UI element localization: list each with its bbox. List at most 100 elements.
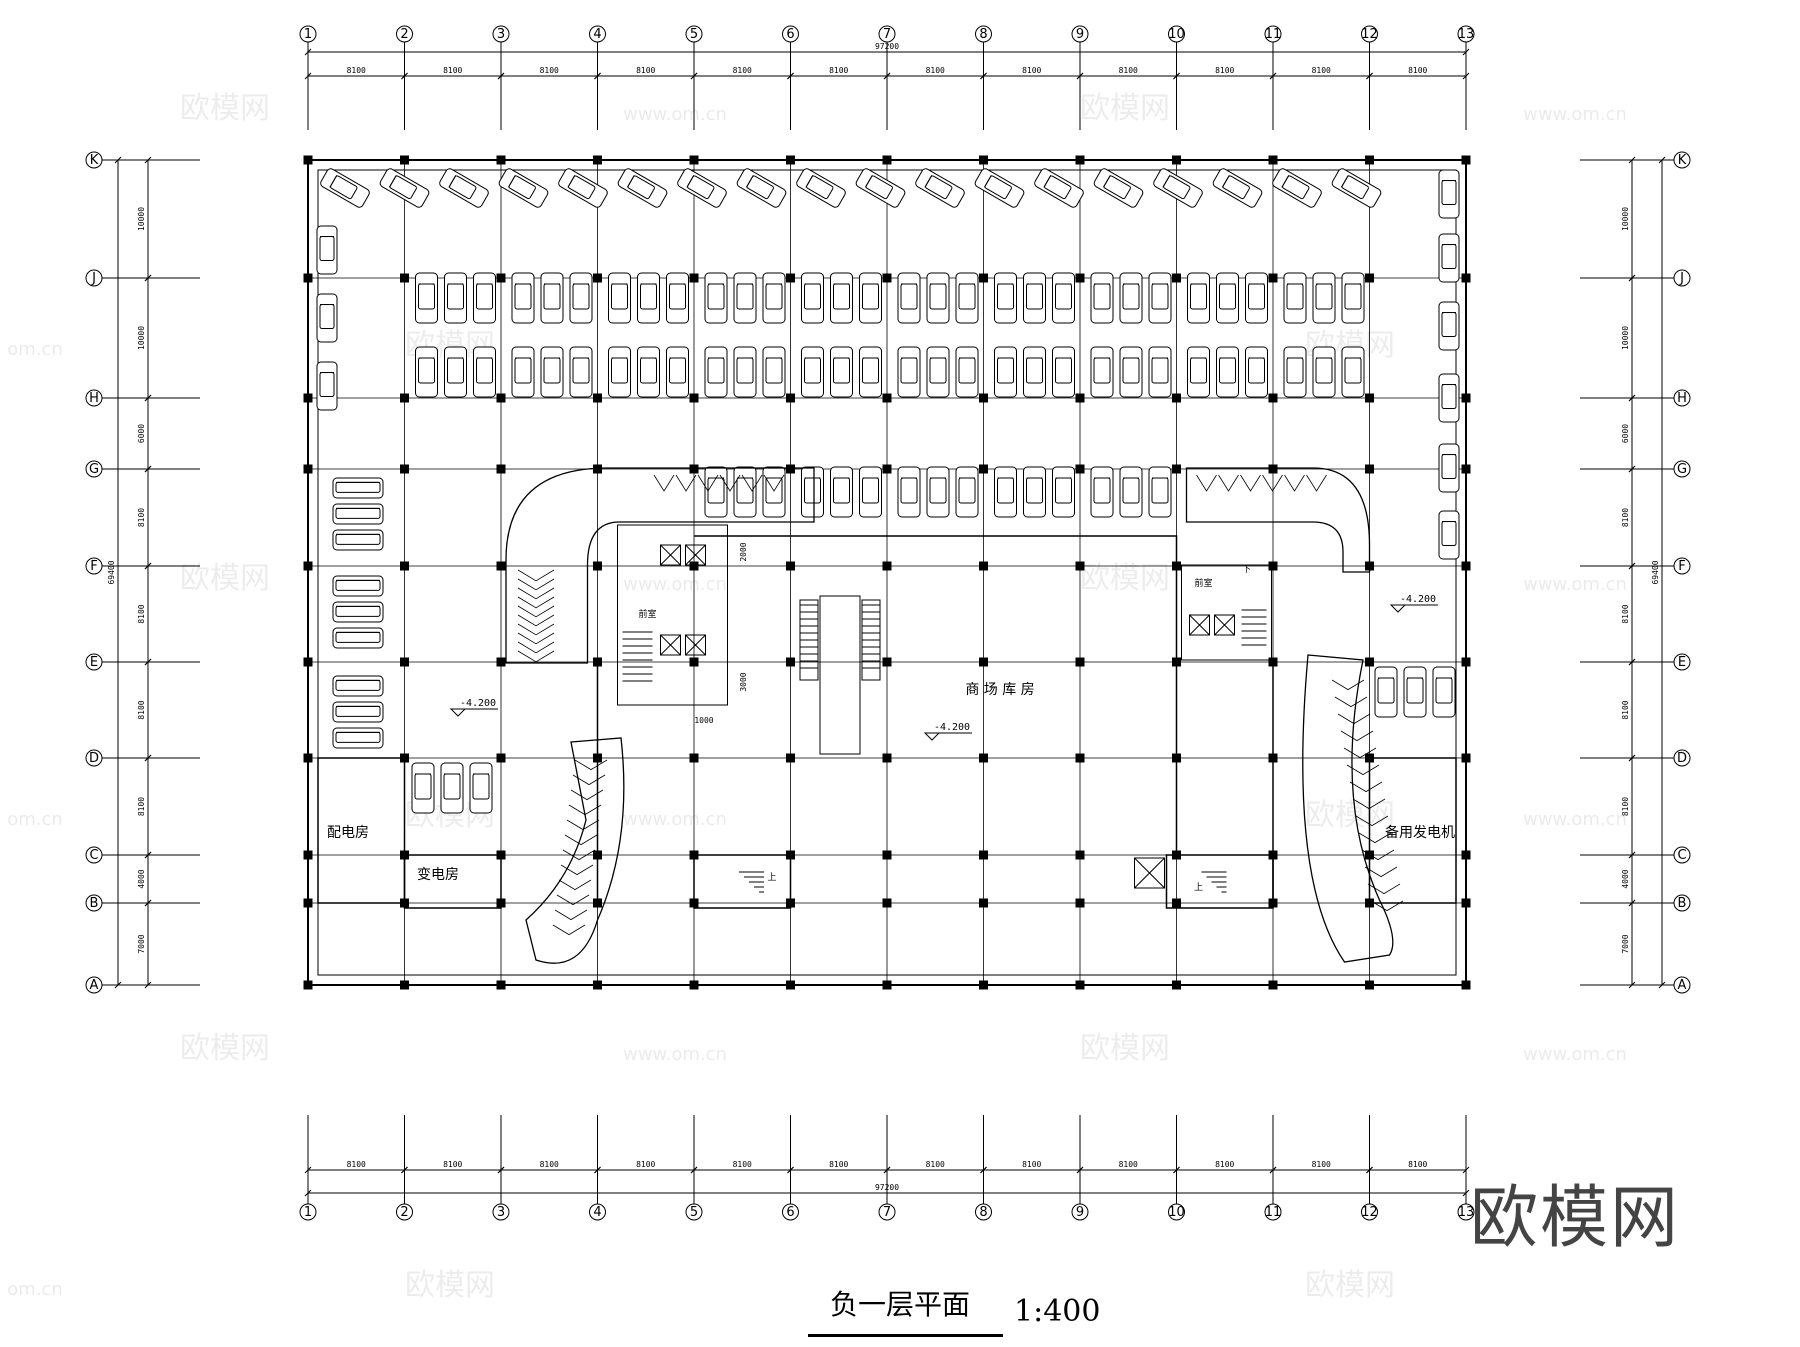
car-cabin bbox=[1055, 283, 1072, 310]
car-cabin bbox=[443, 773, 461, 800]
column bbox=[979, 155, 988, 165]
watermark-text: 欧模网 bbox=[180, 561, 270, 596]
car-windshield bbox=[983, 174, 992, 188]
car-cabin bbox=[736, 357, 754, 384]
car bbox=[473, 346, 496, 398]
car-cabin bbox=[1151, 283, 1169, 310]
car-cabin bbox=[319, 304, 335, 330]
ramp-chevron bbox=[719, 474, 741, 492]
bay-dim-top-text: 8100 bbox=[443, 66, 462, 75]
column-label-bottom: 10 bbox=[1168, 1205, 1185, 1220]
car-windshield bbox=[567, 174, 576, 188]
column bbox=[496, 980, 506, 990]
elevation-left-mark bbox=[449, 708, 467, 717]
car bbox=[897, 466, 921, 518]
row-dim-right-tick bbox=[1628, 658, 1636, 666]
car bbox=[704, 272, 728, 324]
column bbox=[1461, 155, 1471, 165]
elevator-cross bbox=[1189, 614, 1210, 636]
row-dim-right-text: 8100 bbox=[1621, 797, 1630, 816]
row-label-right: B bbox=[1678, 896, 1687, 911]
ramp-chevron bbox=[1331, 679, 1365, 691]
ramp-chevron bbox=[564, 834, 598, 846]
column bbox=[979, 393, 988, 403]
column bbox=[1268, 273, 1278, 283]
column bbox=[1365, 850, 1374, 860]
car-cabin bbox=[997, 477, 1014, 504]
car bbox=[1341, 346, 1365, 398]
total-width-dim-top-tick bbox=[1462, 48, 1470, 56]
car bbox=[1312, 272, 1336, 324]
car-windshield bbox=[924, 174, 933, 188]
car-cabin bbox=[1219, 283, 1236, 310]
row-dim-right-tick bbox=[1628, 394, 1636, 402]
total-width-dim-bottom-tick bbox=[304, 1189, 312, 1197]
car bbox=[762, 272, 786, 324]
car-cabin bbox=[640, 357, 657, 384]
column-label-bottom: 3 bbox=[497, 1205, 505, 1220]
car-cabin bbox=[1286, 283, 1304, 310]
bay-dim-bottom-tick bbox=[594, 1166, 601, 1174]
car-cabin bbox=[335, 631, 381, 643]
car bbox=[955, 466, 979, 518]
column bbox=[979, 561, 988, 571]
car bbox=[473, 272, 496, 324]
column-label-bottom: 12 bbox=[1361, 1205, 1378, 1220]
ramp-chevron bbox=[560, 864, 594, 876]
row-dim-left-text: 6000 bbox=[137, 424, 146, 443]
column bbox=[593, 393, 602, 403]
car-windshield bbox=[686, 174, 695, 188]
column bbox=[593, 898, 602, 908]
row-dim-left-tick bbox=[144, 754, 152, 762]
ramp-chevron bbox=[552, 924, 586, 936]
car bbox=[1283, 346, 1307, 398]
row-dim-left-text: 10000 bbox=[137, 326, 146, 350]
car bbox=[332, 575, 384, 597]
car-cabin bbox=[335, 507, 381, 519]
car bbox=[736, 168, 787, 208]
car bbox=[1216, 272, 1239, 324]
car bbox=[926, 466, 950, 518]
row-dim-right-text: 4000 bbox=[1621, 869, 1630, 888]
car bbox=[1438, 510, 1460, 560]
column bbox=[303, 898, 313, 908]
column bbox=[496, 753, 506, 763]
watermark-text: 欧模网 bbox=[1080, 1031, 1170, 1066]
row-dim-left-text: 8100 bbox=[137, 797, 146, 816]
watermark-url: www.om.cn bbox=[1523, 1044, 1627, 1065]
car bbox=[1090, 272, 1114, 324]
car bbox=[316, 361, 338, 411]
row-label-left: K bbox=[90, 153, 99, 168]
column bbox=[1172, 393, 1181, 403]
watermark-url: om.cn bbox=[7, 1279, 63, 1300]
row-label-left: F bbox=[90, 559, 97, 574]
bay-dim-top-tick bbox=[690, 72, 698, 80]
car bbox=[1119, 272, 1143, 324]
column bbox=[786, 850, 795, 860]
ramp-chevron bbox=[1340, 730, 1374, 742]
car-cabin bbox=[611, 357, 628, 384]
car-windshield bbox=[1043, 174, 1052, 188]
row-label-left: E bbox=[90, 655, 98, 670]
row-label-right: A bbox=[1678, 978, 1687, 993]
car bbox=[897, 272, 921, 324]
column bbox=[1075, 273, 1085, 283]
label-up-left: 上 bbox=[767, 872, 776, 883]
car-cabin bbox=[418, 357, 435, 384]
column bbox=[882, 464, 892, 474]
car-windshield bbox=[1162, 174, 1171, 188]
car-cabin bbox=[335, 605, 381, 617]
car bbox=[332, 529, 384, 551]
car bbox=[801, 466, 824, 518]
column bbox=[786, 561, 795, 571]
watermark-url: www.om.cn bbox=[1523, 809, 1627, 830]
car-windshield bbox=[626, 174, 635, 188]
bay-dim-bottom-tick bbox=[304, 1166, 312, 1174]
car bbox=[926, 346, 950, 398]
column bbox=[1268, 464, 1278, 474]
row-label-left: J bbox=[91, 271, 96, 286]
car bbox=[859, 346, 882, 398]
ramp-chevron bbox=[1240, 474, 1261, 492]
column-label-top: 11 bbox=[1265, 27, 1282, 42]
row-dim-right-tick bbox=[1628, 851, 1636, 859]
